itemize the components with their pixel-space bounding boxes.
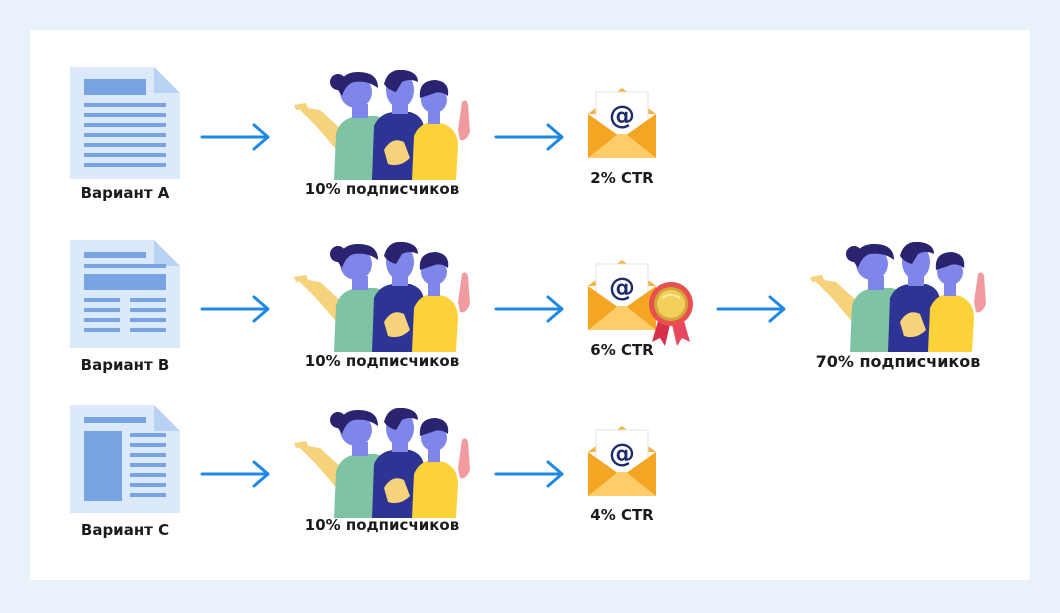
ctr-label: 4% CTR [590, 506, 654, 524]
email-envelope-icon [584, 422, 660, 498]
document-icon [70, 405, 180, 513]
audience-label: 10% подписчиков [304, 352, 460, 370]
arrow-right-icon [494, 294, 566, 324]
document-icon [70, 67, 180, 179]
arrow-right-icon [494, 122, 566, 152]
people-group-icon [292, 408, 472, 518]
ctr-label: 6% CTR [590, 341, 654, 359]
people-group-icon [808, 242, 988, 352]
arrow-right-icon [716, 294, 788, 324]
audience-label: 10% подписчиков [304, 516, 460, 534]
arrow-right-icon [200, 122, 272, 152]
variant-label: Вариант C [80, 521, 170, 539]
document-icon [70, 240, 180, 348]
award-medal-icon [646, 280, 696, 346]
audience-label: 10% подписчиков [304, 180, 460, 198]
email-envelope-icon [584, 84, 660, 160]
diagram-card: Вариант A 10% подписчиков 2% CTR Вариант… [30, 30, 1030, 580]
ctr-label: 2% CTR [590, 169, 654, 187]
arrow-right-icon [200, 459, 272, 489]
variant-label: Вариант B [80, 356, 170, 374]
people-group-icon [292, 242, 472, 352]
arrow-right-icon [200, 294, 272, 324]
people-group-icon [292, 70, 472, 180]
result-audience-label: 70% подписчиков [815, 352, 981, 371]
variant-label: Вариант A [80, 184, 170, 202]
arrow-right-icon [494, 459, 566, 489]
